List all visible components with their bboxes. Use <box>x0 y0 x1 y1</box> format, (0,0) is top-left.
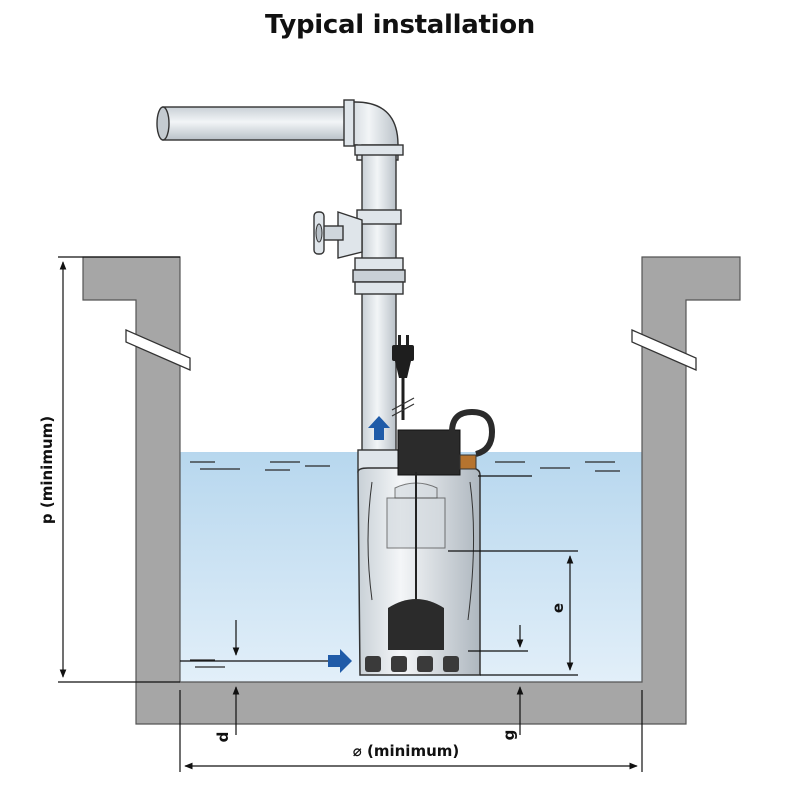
wall-break-marks <box>125 329 697 371</box>
label-g: g <box>500 730 518 741</box>
label-e: e <box>549 603 567 613</box>
water-ripples <box>190 461 620 668</box>
float-switch <box>388 599 444 650</box>
valve-icon <box>313 211 363 259</box>
label-p: p (minimum) <box>38 416 56 524</box>
pump <box>357 408 496 676</box>
plug-icon <box>391 335 415 420</box>
label-width: ⌀ (minimum) <box>353 742 460 760</box>
diagram-title: Typical installation <box>265 10 535 40</box>
pump-inlets <box>365 656 459 672</box>
motor-head <box>397 429 461 476</box>
label-d: d <box>214 732 232 743</box>
arrow-icon <box>328 416 390 673</box>
dimension-lines <box>58 256 643 772</box>
discharge-pipe <box>156 99 406 473</box>
